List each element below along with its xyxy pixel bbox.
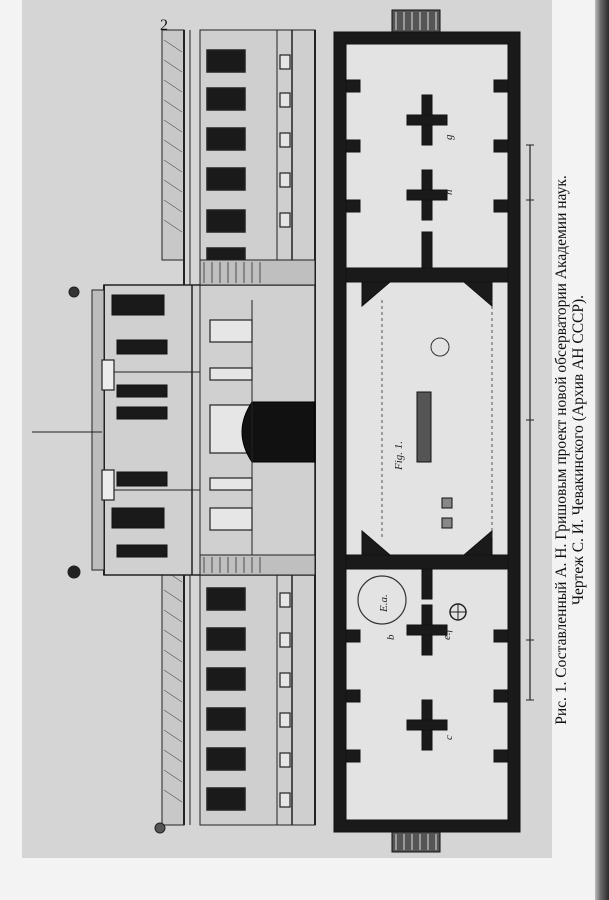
room-label-h: h bbox=[443, 189, 455, 195]
floor-plan bbox=[333, 9, 534, 853]
sheet-number: 2 bbox=[160, 17, 168, 34]
page-edge bbox=[595, 0, 609, 900]
figure-caption: Рис. 1. Составленный А. Н. Гришовым прое… bbox=[553, 20, 587, 880]
circle-label-ea: E.a. bbox=[378, 594, 390, 613]
circle-label-ef: e.f bbox=[441, 627, 453, 640]
room-label-b: b bbox=[385, 634, 397, 640]
facade-elevation bbox=[32, 29, 316, 834]
architectural-drawing: 2 bbox=[22, 0, 552, 858]
caption-line-1: Рис. 1. Составленный А. Н. Гришовым прое… bbox=[553, 175, 570, 725]
drawing-plate: 2 bbox=[22, 0, 552, 858]
room-label-g: g bbox=[443, 134, 455, 140]
hall-label: Fig. 1. bbox=[393, 441, 405, 471]
room-label-c: c bbox=[443, 735, 455, 740]
caption-line-2: Чертеж С. И. Чевакинского (Архив АН СССР… bbox=[570, 294, 587, 606]
